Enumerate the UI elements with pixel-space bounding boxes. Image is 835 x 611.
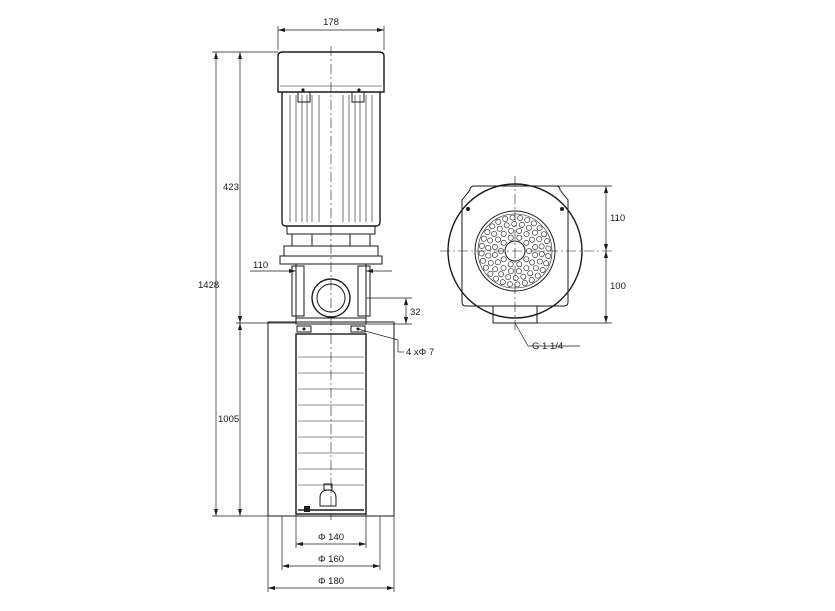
grill-cell bbox=[521, 280, 528, 286]
grill-cell bbox=[526, 224, 532, 231]
grill-cell bbox=[516, 261, 523, 268]
dim-outlet-thread: G 1 1/4 bbox=[532, 341, 563, 352]
grill-cell bbox=[544, 238, 550, 245]
grill-cell bbox=[523, 256, 530, 263]
grill-cell bbox=[499, 279, 506, 286]
grill-cell bbox=[516, 234, 523, 241]
grill-cell bbox=[492, 244, 498, 250]
grill-cell bbox=[505, 274, 512, 281]
grill-cell bbox=[498, 248, 504, 254]
grill-cell bbox=[503, 222, 510, 229]
grill-cell bbox=[518, 221, 525, 228]
dim-diameter-160: Φ 160 bbox=[318, 554, 344, 565]
top-dimensions bbox=[514, 185, 612, 347]
dim-motor-width: 178 bbox=[323, 17, 339, 28]
grill-cell bbox=[523, 265, 530, 271]
grill-cell bbox=[536, 225, 543, 232]
dim-pump-height: 1005 bbox=[218, 414, 239, 425]
grill-cell bbox=[480, 235, 487, 242]
dim-top-upper: 110 bbox=[610, 213, 625, 224]
grill-cell bbox=[543, 260, 550, 267]
grill-cell bbox=[498, 271, 504, 278]
dim-total-height: 1428 bbox=[198, 280, 219, 291]
grill-cell bbox=[516, 228, 522, 234]
grill-cell bbox=[539, 267, 546, 273]
grill-cell bbox=[524, 216, 531, 223]
grill-cell bbox=[536, 258, 543, 265]
grill-cell bbox=[500, 239, 507, 246]
grill-cell bbox=[529, 236, 535, 243]
grill-cell bbox=[516, 268, 522, 275]
dim-diameter-140: Φ 140 bbox=[318, 532, 344, 543]
dim-motor-height: 423 bbox=[223, 182, 239, 193]
grill-cell bbox=[514, 281, 521, 288]
grill-cell bbox=[532, 252, 538, 258]
dim-top-lower: 100 bbox=[610, 281, 626, 292]
grill-cell bbox=[492, 266, 499, 273]
grill-cell bbox=[478, 243, 485, 249]
grill-cell bbox=[495, 259, 501, 266]
grill-cell bbox=[509, 214, 516, 221]
grill-cell bbox=[532, 244, 539, 250]
grill-cell bbox=[478, 250, 485, 257]
grill-cell bbox=[531, 220, 537, 227]
grill-cell bbox=[485, 245, 492, 251]
grill-cell bbox=[526, 248, 532, 254]
grill-cell bbox=[484, 229, 491, 235]
grill-cell bbox=[534, 272, 541, 279]
fan-grill bbox=[478, 214, 552, 288]
dim-bolt-holes: 4 xΦ 7 bbox=[406, 347, 434, 358]
grill-cell bbox=[487, 260, 494, 266]
grill-cell bbox=[495, 219, 502, 225]
grill-cell bbox=[491, 252, 498, 258]
grill-cell bbox=[489, 223, 496, 230]
grill-cell bbox=[528, 277, 535, 283]
grill-cell bbox=[538, 243, 545, 250]
dim-base-height: 32 bbox=[410, 307, 421, 318]
grill-cell bbox=[523, 239, 530, 246]
grill-cell bbox=[538, 251, 545, 257]
grill-cell bbox=[496, 225, 503, 232]
grill-cell bbox=[500, 265, 507, 271]
grill-cell bbox=[545, 253, 552, 259]
grill-cell bbox=[500, 231, 507, 237]
front-dimensions bbox=[212, 26, 412, 592]
grill-cell bbox=[520, 273, 527, 280]
grill-cell bbox=[507, 281, 513, 288]
grill-cell bbox=[480, 257, 486, 264]
grill-cell bbox=[536, 236, 543, 242]
grill-cell bbox=[531, 229, 538, 236]
grill-cell bbox=[507, 234, 514, 241]
grill-cell bbox=[545, 245, 552, 252]
grill-cell bbox=[533, 265, 539, 271]
grill-cell bbox=[485, 252, 492, 259]
grill-cell bbox=[508, 227, 514, 234]
grill-cell bbox=[508, 268, 514, 274]
top-view bbox=[440, 176, 612, 330]
grill-cell bbox=[517, 214, 523, 221]
grill-cell bbox=[512, 275, 519, 281]
grill-cell bbox=[527, 270, 534, 277]
grill-cell bbox=[487, 270, 494, 277]
grill-cell bbox=[541, 231, 547, 238]
grill-cell bbox=[529, 259, 535, 266]
grill-cell bbox=[493, 275, 499, 282]
dim-flange-offset: 110 bbox=[253, 260, 268, 271]
grill-cell bbox=[507, 261, 514, 268]
grill-cell bbox=[491, 231, 497, 237]
grill-cell bbox=[511, 221, 518, 227]
grill-cell bbox=[483, 264, 489, 271]
grill-cell bbox=[495, 236, 501, 243]
grill-cell bbox=[500, 256, 507, 263]
grill-cell bbox=[523, 231, 530, 237]
dim-diameter-180: Φ 180 bbox=[318, 576, 344, 587]
grill-cell bbox=[502, 216, 509, 222]
grill-cell bbox=[487, 237, 494, 244]
